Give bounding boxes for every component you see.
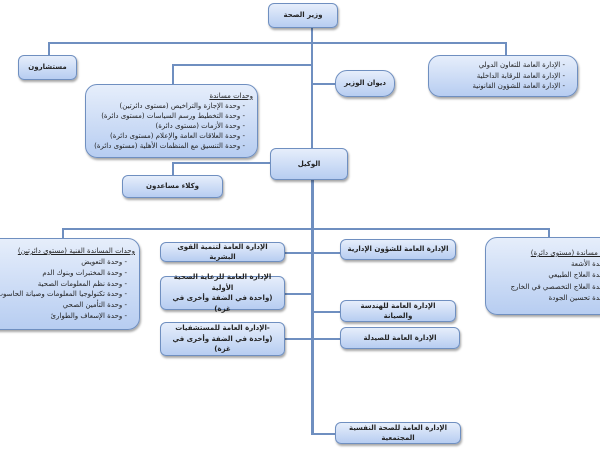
connector	[172, 64, 174, 84]
box-label: الإدارة العامة للصحة النفسية المجتمعية	[348, 423, 448, 443]
list-item: وحدة الأشعة	[511, 259, 600, 270]
list-item: وحدة الأزمات (مستوى دائرة)	[94, 121, 245, 131]
connector	[311, 180, 314, 433]
minister-office-box[interactable]: ديوان الوزير	[335, 70, 395, 97]
hospitals-directorate-box[interactable]: -الإدارة العامة للمستشفيات(واحدة في الضف…	[160, 322, 285, 356]
box-label: مستشارون	[28, 63, 67, 72]
hr-directorate-box[interactable]: الإدارة العامة لتنمية القوى البشرية	[160, 242, 285, 262]
connector	[285, 252, 340, 254]
mental-health-directorate-box[interactable]: الإدارة العامة للصحة النفسية المجتمعية	[335, 422, 461, 444]
list-item: وحدة العلاج الطبيعي	[511, 270, 600, 281]
top-directorates-box[interactable]: الإدارة العامة للتعاون الدوليالإدارة الع…	[428, 55, 578, 97]
connector	[311, 311, 340, 313]
list-item: وحدة التنسيق مع المنظمات الأهلية (مستوى …	[94, 141, 245, 151]
admin-directorate-box[interactable]: الإدارة العامة للشؤون الإدارية	[340, 239, 456, 260]
connector	[311, 83, 335, 85]
technical-support-box[interactable]: وحدات المساندة الفنية (مستوى دائرتين) وح…	[0, 238, 140, 330]
engineering-directorate-box[interactable]: الإدارة العامة للهندسة والصيانة	[340, 300, 456, 322]
list-item: وحدة الإسعاف والطوارئ	[0, 311, 127, 322]
box-label: الإدارة العامة لتنمية القوى البشرية	[177, 242, 268, 262]
list-item: الإدارة العامة للتعاون الدولي	[472, 60, 565, 71]
advisors-box[interactable]: مستشارون	[18, 55, 77, 80]
box-title: وحدات مساندة	[209, 91, 253, 100]
connector	[172, 162, 270, 164]
box-title: وحدات المساندة الفنية (مستوى دائرتين)	[17, 247, 135, 256]
connector	[505, 42, 507, 55]
connector	[548, 228, 550, 237]
box-label: وزير الصحة	[283, 11, 323, 20]
box-title: وحدات مساندة (مستوى دائرة)	[530, 249, 600, 258]
pharmacy-directorate-box[interactable]: الإدارة العامة للصيدلة	[340, 327, 460, 349]
connector	[62, 228, 64, 238]
deputy-box[interactable]: الوكيل	[270, 148, 348, 180]
connector	[172, 162, 174, 175]
connector	[311, 433, 335, 435]
connector	[48, 42, 505, 44]
connector	[285, 338, 340, 340]
box-label: وكلاء مساعدون	[146, 182, 199, 191]
list-item: وحدة العلاج التخصصي في الخارج	[511, 282, 600, 293]
box-label: الإدارة العامة للشؤون الإدارية	[347, 245, 449, 254]
connector	[285, 293, 312, 295]
list-item: الإدارة العامة للرقابة الداخلية	[472, 71, 565, 82]
list-item: وحدة التخطيط ورسم السياسات (مستوى دائرة)	[94, 111, 245, 121]
box-note: (واحدة في الضفة وأخرى في غزة)	[172, 294, 273, 313]
box-note: (واحدة في الضفة وأخرى في غزة)	[172, 334, 273, 354]
list-item: وحدة التأمين الصحي	[0, 300, 127, 311]
box-label: الإدارة العامة للصيدلة	[363, 333, 437, 342]
box-label: ديوان الوزير	[344, 79, 386, 88]
connector	[48, 42, 50, 55]
primary-care-directorate-box[interactable]: الإدارة العامة للرعاية الصحية الأولية (وا…	[160, 273, 285, 313]
list-item: الإدارة العامة للشؤون القانونية	[472, 81, 565, 92]
box-label: الوكيل	[297, 159, 321, 168]
connector	[311, 28, 313, 150]
assistant-deputies-box[interactable]: وكلاء مساعدون	[122, 175, 223, 198]
list-item: وحدة المختبرات وبنوك الدم	[0, 268, 127, 279]
box-label: الإدارة العامة للرعاية الصحية الأولية	[173, 273, 272, 292]
right-support-box[interactable]: وحدات مساندة (مستوى دائرة) وحدة الأشعةوح…	[485, 237, 600, 315]
list-item: وحدة العلاقات العامة والإعلام (مستوى دائ…	[94, 131, 245, 141]
support-units-box[interactable]: وحدات مساندة وحدة الإجازة والتراخيص (مست…	[85, 84, 258, 158]
list-item: وحدة نظم المعلومات الصحية	[0, 279, 127, 290]
connector	[62, 228, 548, 230]
minister-box[interactable]: وزير الصحة	[268, 3, 338, 28]
list-item: وحدة الإجازة والتراخيص (مستوى دائرتين)	[94, 101, 245, 111]
box-label: -الإدارة العامة للمستشفيات	[175, 324, 270, 333]
list-item: وحدة التعويض	[0, 257, 127, 268]
connector	[172, 64, 312, 66]
box-label: الإدارة العامة للهندسة والصيانة	[360, 301, 436, 321]
list-item: وحدة تحسين الجودة	[511, 293, 600, 304]
list-item: وحدة تكنولوجيا المعلومات وصيانة الحاسوب	[0, 289, 127, 300]
